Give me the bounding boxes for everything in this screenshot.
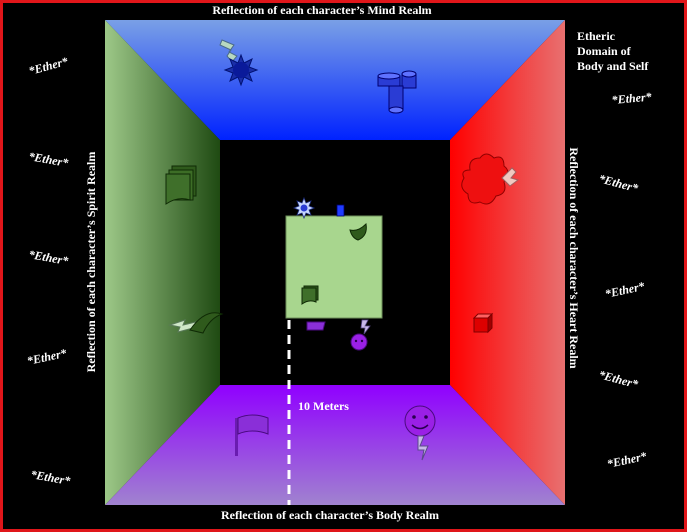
center-cube (285, 215, 383, 319)
etheric-domain-label-line2: Domain of (577, 44, 632, 58)
etheric-domain-label-line1: Etheric (577, 29, 616, 43)
ether-label: *Ether* (611, 89, 653, 107)
sun-icon (292, 196, 316, 220)
smiley-face-icon (350, 333, 368, 351)
mind-realm-ceiling (105, 20, 565, 140)
smiley-face-icon (404, 405, 436, 437)
books-icon (301, 285, 319, 305)
spirit-realm-wall (105, 20, 220, 505)
lightning-icon (417, 435, 429, 461)
flag-icon (235, 414, 269, 456)
lightning-icon (501, 167, 520, 187)
cylinders-icon (377, 70, 417, 114)
cube-icon (472, 312, 494, 334)
body-realm-floor (105, 385, 565, 505)
heart-realm-wall (450, 20, 565, 505)
body-realm-label: Reflection of each character’s Body Real… (221, 508, 439, 522)
flag-icon (306, 321, 326, 331)
sun-icon (223, 53, 259, 87)
horn-icon (349, 222, 367, 241)
horn-icon (189, 312, 224, 334)
measure-label: 10 Meters (298, 399, 349, 413)
etheric-domain-label-line3: Body and Self (577, 59, 649, 73)
cylinders-icon (336, 204, 345, 217)
spirit-realm-label: Reflection of each character’s Spirit Re… (84, 152, 98, 373)
mind-realm-label: Reflection of each character’s Mind Real… (212, 3, 431, 17)
books-icon (165, 165, 197, 205)
lightning-icon (360, 319, 371, 335)
heart-realm-label: Reflection of each character’s Heart Rea… (567, 147, 581, 368)
brain-icon (461, 153, 509, 205)
